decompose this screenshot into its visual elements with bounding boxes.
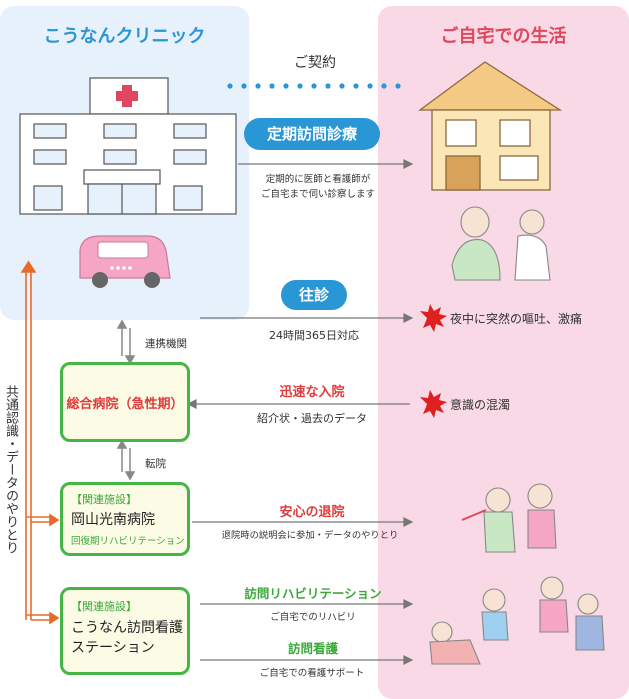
contract-label: ご契約 — [294, 55, 336, 71]
okayama-title: 岡山光南病院 — [71, 512, 155, 528]
contract-dotted-line — [227, 83, 401, 89]
general-hospital-title: 総合病院（急性期） — [66, 397, 184, 412]
home-title: ご自宅での生活 — [440, 26, 567, 47]
rehab-illustration — [461, 483, 557, 553]
cooperation-label: 連携機関 — [145, 338, 187, 350]
nursing-station-node: 【関連施設】 こうなん訪問看護 ステーション — [60, 587, 190, 675]
visit-rehab-desc: ご自宅でのリハビリ — [270, 612, 356, 623]
general-hospital-node: 総合病院（急性期） — [60, 362, 190, 442]
alert-burst-icon — [420, 304, 447, 332]
home-care-illustration — [429, 576, 605, 665]
car-icon — [79, 235, 171, 288]
alert-burst-icon — [420, 390, 447, 418]
visit-rehab-title: 訪問リハビリテーション — [244, 586, 382, 601]
symptom-night: 夜中に突然の嘔吐、激痛 — [450, 312, 583, 326]
doctor-visit-illustration — [451, 206, 551, 281]
discharge-desc: 退院時の説明会に参加・データのやりとり — [221, 530, 399, 541]
regular-visit-desc: 定期的に医師と看護師が ご自宅まで伺い診察します — [248, 172, 388, 202]
admission-title: 迅速な入院 — [279, 385, 345, 400]
okayama-tag: 【関連施設】 — [71, 493, 137, 506]
regular-visit-desc-line2: ご自宅まで伺い診察します — [260, 189, 375, 200]
visit-nursing-desc: ご自宅での看護サポート — [259, 668, 365, 679]
okayama-hospital-node: 【関連施設】 岡山光南病院 回復期リハビリテーション — [60, 482, 190, 556]
shared-info-label: 共通認識・データのやりとり — [3, 385, 18, 554]
symptom-consciousness: 意識の混濁 — [450, 398, 511, 412]
visit-nursing-title: 訪問看護 — [287, 641, 338, 656]
flow-arrows — [186, 159, 414, 665]
station-tag: 【関連施設】 — [71, 600, 137, 613]
transfer-label: 転院 — [145, 458, 166, 470]
house-call-badge: 往診 — [281, 280, 347, 310]
clinic-building-icon — [19, 77, 237, 215]
link-arrows — [116, 319, 136, 481]
clinic-title: こうなんクリニック — [43, 26, 206, 47]
regular-visit-badge: 定期訪問診療 — [244, 118, 380, 150]
house-icon — [418, 61, 563, 191]
admission-desc: 紹介状・過去のデータ — [257, 412, 367, 425]
shared-info-connector — [20, 260, 60, 625]
house-call-desc: 24時間365日対応 — [269, 329, 359, 342]
okayama-sub: 回復期リハビリテーション — [71, 536, 185, 547]
station-title-line1: こうなん訪問看護 — [71, 620, 183, 636]
discharge-title: 安心の退院 — [279, 505, 345, 520]
regular-visit-desc-line1: 定期的に医師と看護師が — [265, 174, 371, 185]
station-title-line2: ステーション — [71, 640, 155, 656]
